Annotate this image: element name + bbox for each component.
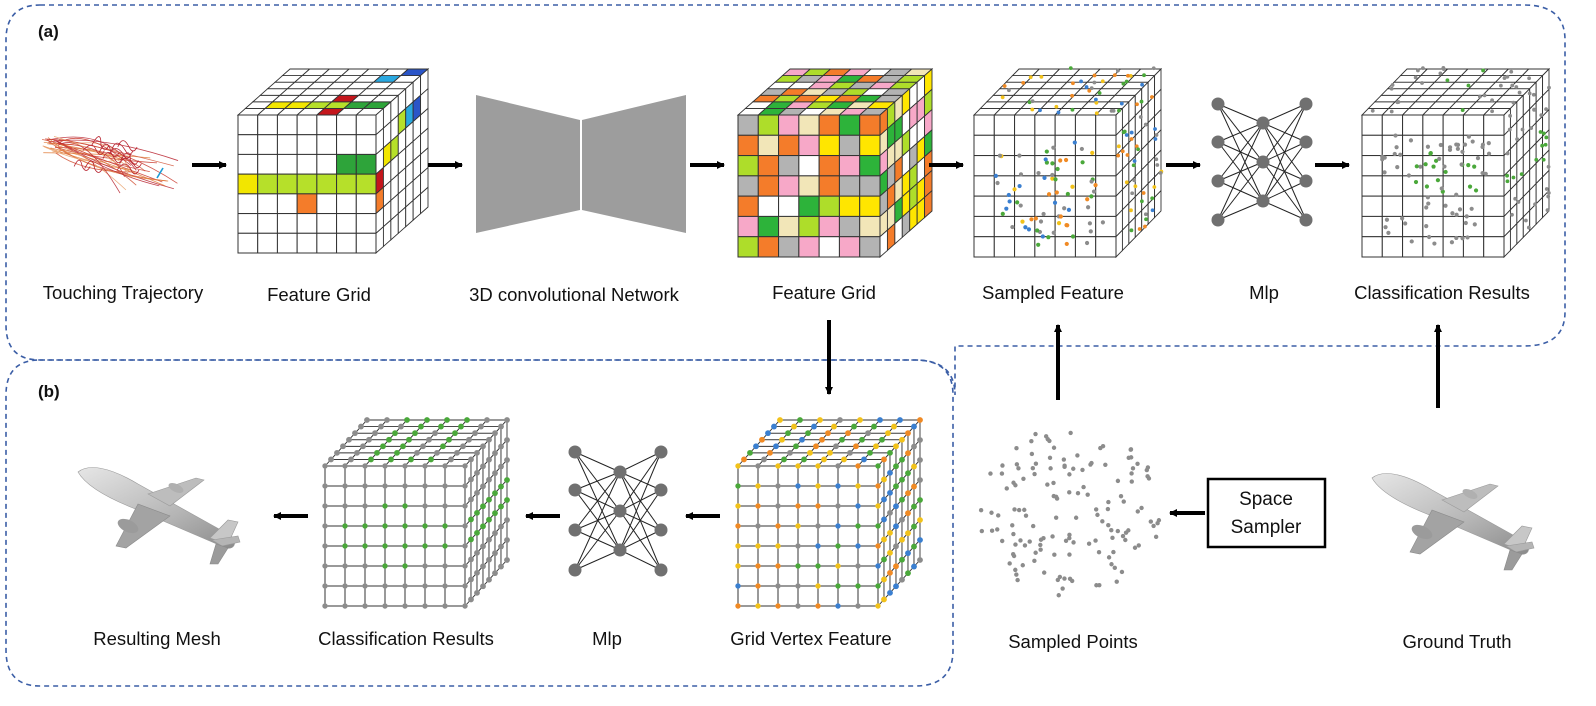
panel-b-tag: (b): [38, 382, 60, 401]
panel-a-border: [5, 4, 1566, 396]
flow-arrows: [192, 161, 1442, 520]
label-ground-truth: Ground Truth: [1402, 631, 1511, 652]
sampled-feature-cube: [972, 66, 1164, 259]
touch-trajectory-icon: [41, 136, 179, 194]
grid-vertex-feature-cube: [735, 417, 923, 609]
classification-results-cube-top: [1360, 66, 1551, 259]
label-touching-trajectory: Touching Trajectory: [43, 282, 204, 303]
label-classification-top: Classification Results: [1354, 282, 1530, 303]
ground-truth-airplane-icon: [1371, 473, 1535, 571]
label-mlp-top: Mlp: [1249, 282, 1279, 303]
sampled-points-cloud: [978, 430, 1162, 598]
panel-a-tag: (a): [38, 22, 59, 41]
panel-b-border: [5, 359, 954, 687]
label-classification-bottom: Classification Results: [318, 628, 494, 649]
space-sampler-box: Space Sampler: [1206, 477, 1327, 549]
mlp-network-bottom: [568, 445, 668, 577]
label-feature-grid-1: Feature Grid: [267, 284, 371, 305]
classification-results-cube-bottom: [322, 417, 510, 609]
space-sampler-line1: Space: [1239, 489, 1293, 510]
label-mlp-bottom: Mlp: [592, 628, 622, 649]
label-grid-vertex-feature: Grid Vertex Feature: [730, 628, 891, 649]
conv-network-shape: [476, 95, 686, 233]
feature-grid-sparse-cube: [236, 68, 430, 254]
space-sampler-line2: Sampler: [1231, 517, 1302, 538]
label-sampled-points: Sampled Points: [1008, 631, 1138, 652]
label-resulting-mesh: Resulting Mesh: [93, 628, 221, 649]
label-feature-grid-2: Feature Grid: [772, 282, 876, 303]
mlp-network-top: [1211, 97, 1313, 227]
feature-grid-dense-cube: [736, 68, 934, 258]
label-sampled-feature: Sampled Feature: [982, 282, 1124, 303]
label-conv-network: 3D convolutional Network: [469, 284, 680, 305]
resulting-mesh-airplane-icon: [77, 467, 241, 565]
